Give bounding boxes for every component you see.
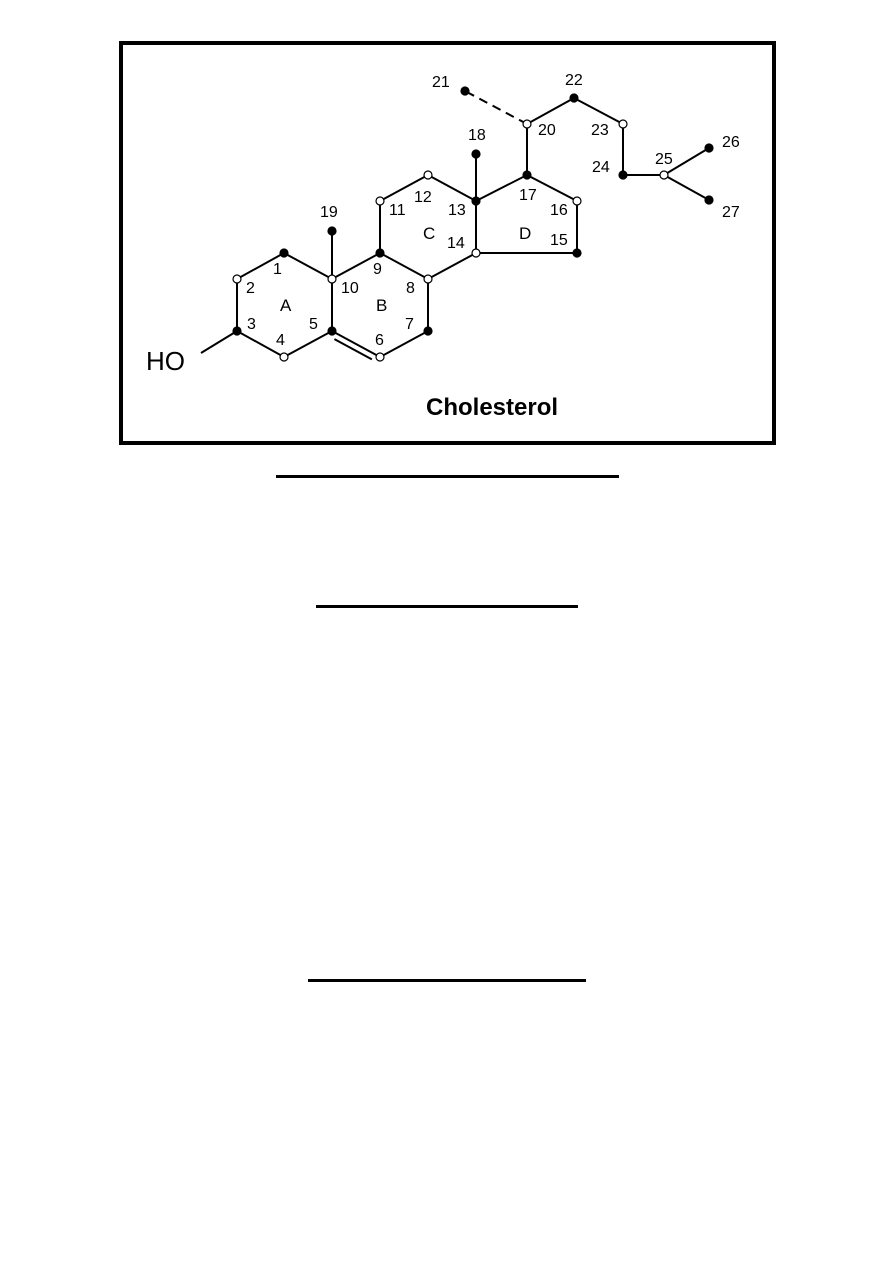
atom-label-23: 23	[591, 122, 609, 139]
bond-9-10	[331, 252, 381, 280]
atom-13	[471, 196, 481, 206]
bond-3-4	[236, 330, 285, 358]
bond-5-6	[331, 330, 381, 358]
answer-line-3	[308, 979, 586, 982]
atom-26	[704, 143, 714, 153]
atom-label-24: 24	[592, 159, 610, 176]
atom-2	[232, 274, 242, 284]
atom-label-7: 7	[405, 316, 414, 333]
atom-label-22: 22	[565, 72, 583, 89]
bond-6-7	[379, 330, 429, 358]
atom-18	[471, 149, 481, 159]
atom-9	[375, 248, 385, 258]
atom-11	[375, 196, 385, 206]
bond-22-23	[573, 97, 624, 125]
atom-12	[423, 170, 433, 180]
bond-8-9	[379, 252, 429, 280]
dashed-bond-20-21	[464, 90, 528, 125]
atom-label-1: 1	[273, 261, 282, 278]
atom-21	[460, 86, 470, 96]
atom-17	[522, 170, 532, 180]
bond-12-13	[427, 174, 477, 202]
atom-label-27: 27	[722, 204, 740, 221]
atom-label-8: 8	[406, 280, 415, 297]
bond-14-8	[427, 252, 477, 280]
bond-25-26	[663, 147, 710, 176]
ring-label-c: C	[423, 224, 435, 243]
ring-label-b: B	[376, 296, 387, 315]
bond-1-2	[236, 252, 285, 280]
atom-24	[618, 170, 628, 180]
atom-4	[279, 352, 289, 362]
atom-label-14: 14	[447, 235, 465, 252]
atom-label-15: 15	[550, 232, 568, 249]
atom-20	[522, 119, 532, 129]
atom-label-19: 19	[320, 204, 338, 221]
atom-23	[618, 119, 628, 129]
atom-label-3: 3	[247, 316, 256, 333]
atom-5	[327, 326, 337, 336]
atom-layer	[232, 86, 714, 362]
bond-20-22	[526, 97, 575, 125]
atom-label-13: 13	[448, 202, 466, 219]
hydroxyl-bond	[200, 330, 238, 354]
atom-label-21: 21	[432, 74, 450, 91]
atom-1	[279, 248, 289, 258]
atom-label-5: 5	[309, 316, 318, 333]
bond-4-5	[283, 330, 333, 358]
atom-label-2: 2	[246, 280, 255, 297]
atom-8	[423, 274, 433, 284]
ring-label-d: D	[519, 224, 531, 243]
atom-15	[572, 248, 582, 258]
atom-label-18: 18	[468, 127, 486, 144]
atom-22	[569, 93, 579, 103]
ring-label-a: A	[280, 296, 292, 315]
atom-16	[572, 196, 582, 206]
atom-label-11: 11	[389, 202, 406, 219]
bond-10-1	[283, 252, 333, 280]
atom-27	[704, 195, 714, 205]
atom-25	[659, 170, 669, 180]
bond-17-16	[526, 174, 578, 202]
atom-label-25: 25	[655, 151, 673, 168]
bond-layer	[236, 90, 710, 361]
atom-label-6: 6	[375, 332, 384, 349]
atom-7	[423, 326, 433, 336]
atom-label-4: 4	[276, 332, 285, 349]
atom-10	[327, 274, 337, 284]
atom-label-10: 10	[341, 280, 359, 297]
double-bond-5-6	[333, 338, 373, 361]
bond-13-17	[475, 174, 528, 202]
compound-name: Cholesterol	[426, 394, 558, 421]
atom-label-26: 26	[722, 134, 740, 151]
hydroxyl-label: HO	[146, 346, 185, 376]
atom-label-12: 12	[414, 189, 432, 206]
atom-label-9: 9	[373, 261, 382, 278]
bond-25-27	[663, 174, 710, 201]
atom-14	[471, 248, 481, 258]
atom-label-17: 17	[519, 187, 537, 204]
bond-11-12	[379, 174, 429, 202]
answer-line-2	[316, 605, 578, 608]
atom-19	[327, 226, 337, 236]
atom-6	[375, 352, 385, 362]
answer-line-1	[276, 475, 619, 478]
atom-label-16: 16	[550, 202, 568, 219]
atom-label-20: 20	[538, 122, 556, 139]
